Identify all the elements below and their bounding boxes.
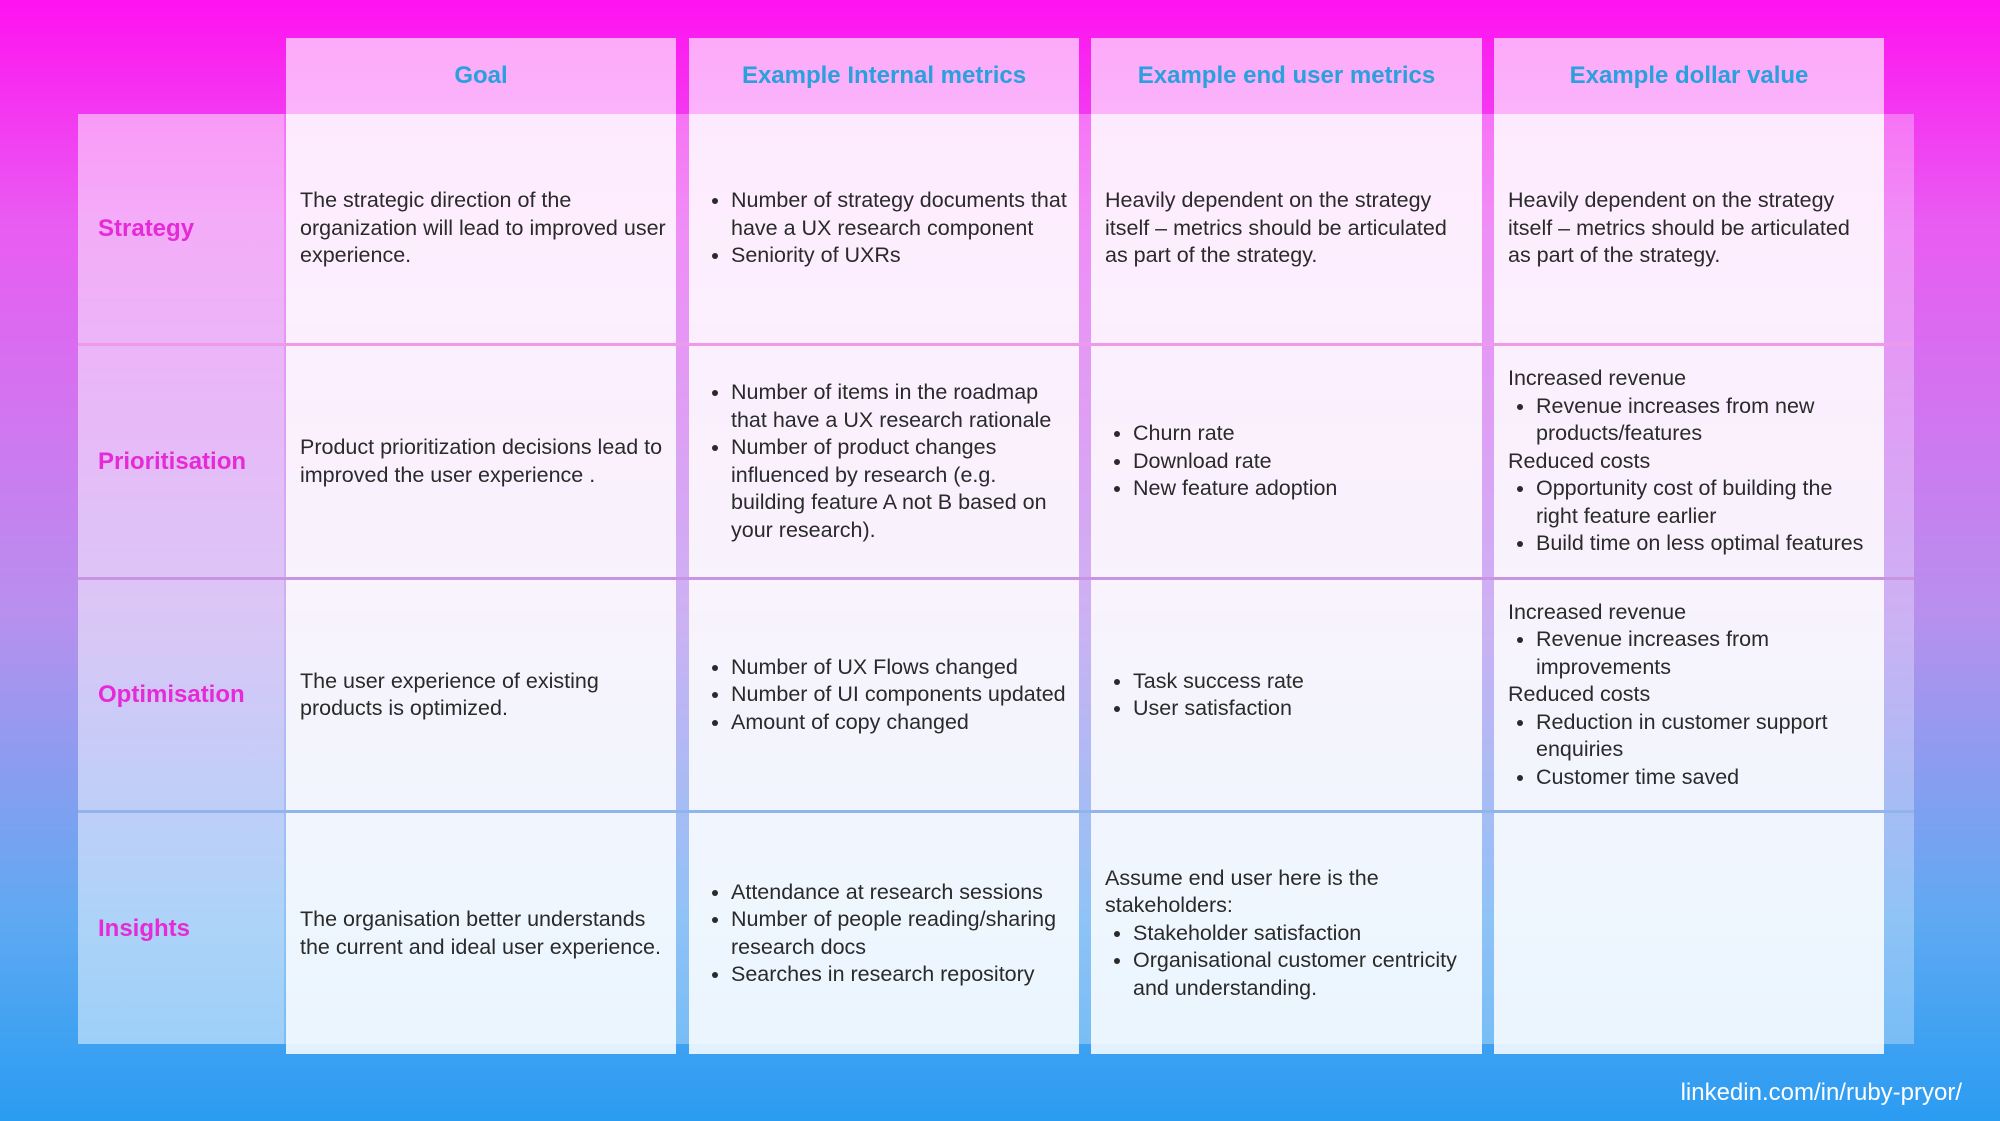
enduser-intro: Assume end user here is the stakeholders… [1105,865,1379,918]
row-label-optimisation: Optimisation [78,580,284,810]
list-item: Attendance at research sessions [731,879,1069,907]
header-end-user-metrics: Example end user metrics [1091,38,1482,114]
goal-text: The strategic direction of the organizat… [300,188,666,268]
insights-goal-cell: The organisation better understands the … [286,813,676,1054]
enduser-metrics-list: Task success rate User satisfaction [1105,668,1472,723]
internal-metrics-list: Attendance at research sessions Number o… [703,879,1069,989]
prioritisation-internal-cell: Number of items in the roadmap that have… [689,346,1079,577]
row-label-prioritisation: Prioritisation [78,346,284,577]
dollar-list: Revenue increases from improvements [1508,626,1874,681]
list-item: Download rate [1133,448,1472,476]
dollar-list: Revenue increases from new products/feat… [1508,393,1874,448]
list-item: Stakeholder satisfaction [1133,920,1472,948]
list-item: Number of strategy documents that have a… [731,187,1069,242]
list-item: Seniority of UXRs [731,242,1069,270]
goal-text: Product prioritization decisions lead to… [300,435,663,487]
goal-text: The user experience of existing products… [300,668,599,721]
list-item: Task success rate [1133,668,1472,696]
header-internal-metrics: Example Internal metrics [689,38,1079,114]
dollar-subheading: Increased revenue [1508,599,1687,624]
list-item: Customer time saved [1536,764,1874,792]
list-item: Build time on less optimal features [1536,530,1874,558]
list-item: Revenue increases from new products/feat… [1536,393,1874,448]
list-item: Number of people reading/sharing researc… [731,906,1069,961]
dollar-list: Reduction in customer support enquiries … [1508,709,1874,792]
list-item: Reduction in customer support enquiries [1536,709,1874,764]
optimisation-goal-cell: The user experience of existing products… [286,580,676,810]
header-dollar-value: Example dollar value [1494,38,1884,114]
internal-metrics-list: Number of items in the roadmap that have… [703,379,1069,544]
prioritisation-enduser-cell: Churn rate Download rate New feature ado… [1091,346,1482,577]
insights-internal-cell: Attendance at research sessions Number o… [689,813,1079,1054]
dollar-text: Heavily dependent on the strategy itself… [1508,188,1850,268]
insights-enduser-cell: Assume end user here is the stakeholders… [1091,813,1482,1054]
list-item: Number of items in the roadmap that have… [731,379,1069,434]
list-item: Number of UI components updated [731,681,1069,709]
optimisation-enduser-cell: Task success rate User satisfaction [1091,580,1482,810]
strategy-goal-cell: The strategic direction of the organizat… [286,114,676,343]
list-item: Churn rate [1133,420,1472,448]
dollar-subheading: Increased revenue [1508,366,1687,391]
list-item: User satisfaction [1133,695,1472,723]
row-divider [78,810,1914,813]
row-label-insights: Insights [78,813,284,1044]
insights-dollar-cell [1494,813,1884,1054]
list-item: Searches in research repository [731,961,1069,989]
strategy-dollar-cell: Heavily dependent on the strategy itself… [1494,114,1884,343]
row-divider [78,343,1914,346]
prioritisation-dollar-cell: Increased revenue Revenue increases from… [1494,346,1884,577]
list-item: New feature adoption [1133,475,1472,503]
row-label-strategy: Strategy [78,114,284,343]
prioritisation-goal-cell: Product prioritization decisions lead to… [286,346,676,577]
strategy-enduser-cell: Heavily dependent on the strategy itself… [1091,114,1482,343]
enduser-text: Heavily dependent on the strategy itself… [1105,188,1447,268]
goal-text: The organisation better understands the … [300,907,661,959]
optimisation-internal-cell: Number of UX Flows changed Number of UI … [689,580,1079,810]
row-divider [78,577,1914,580]
internal-metrics-list: Number of UX Flows changed Number of UI … [703,654,1069,737]
enduser-metrics-list: Churn rate Download rate New feature ado… [1105,420,1472,503]
optimisation-dollar-cell: Increased revenue Revenue increases from… [1494,580,1884,810]
list-item: Organisational customer centricity and u… [1133,947,1472,1002]
linkedin-url: linkedin.com/in/ruby-pryor/ [1680,1079,1962,1106]
enduser-metrics-list: Stakeholder satisfaction Organisational … [1105,920,1472,1003]
list-item: Revenue increases from improvements [1536,626,1874,681]
dollar-subheading: Reduced costs [1508,682,1651,707]
internal-metrics-list: Number of strategy documents that have a… [703,187,1069,270]
strategy-internal-cell: Number of strategy documents that have a… [689,114,1079,343]
dollar-list: Opportunity cost of building the right f… [1508,475,1874,558]
dollar-subheading: Reduced costs [1508,448,1651,473]
list-item: Amount of copy changed [731,709,1069,737]
list-item: Number of UX Flows changed [731,654,1069,682]
header-goal: Goal [286,38,676,114]
list-item: Opportunity cost of building the right f… [1536,475,1874,530]
list-item: Number of product changes influenced by … [731,434,1069,544]
